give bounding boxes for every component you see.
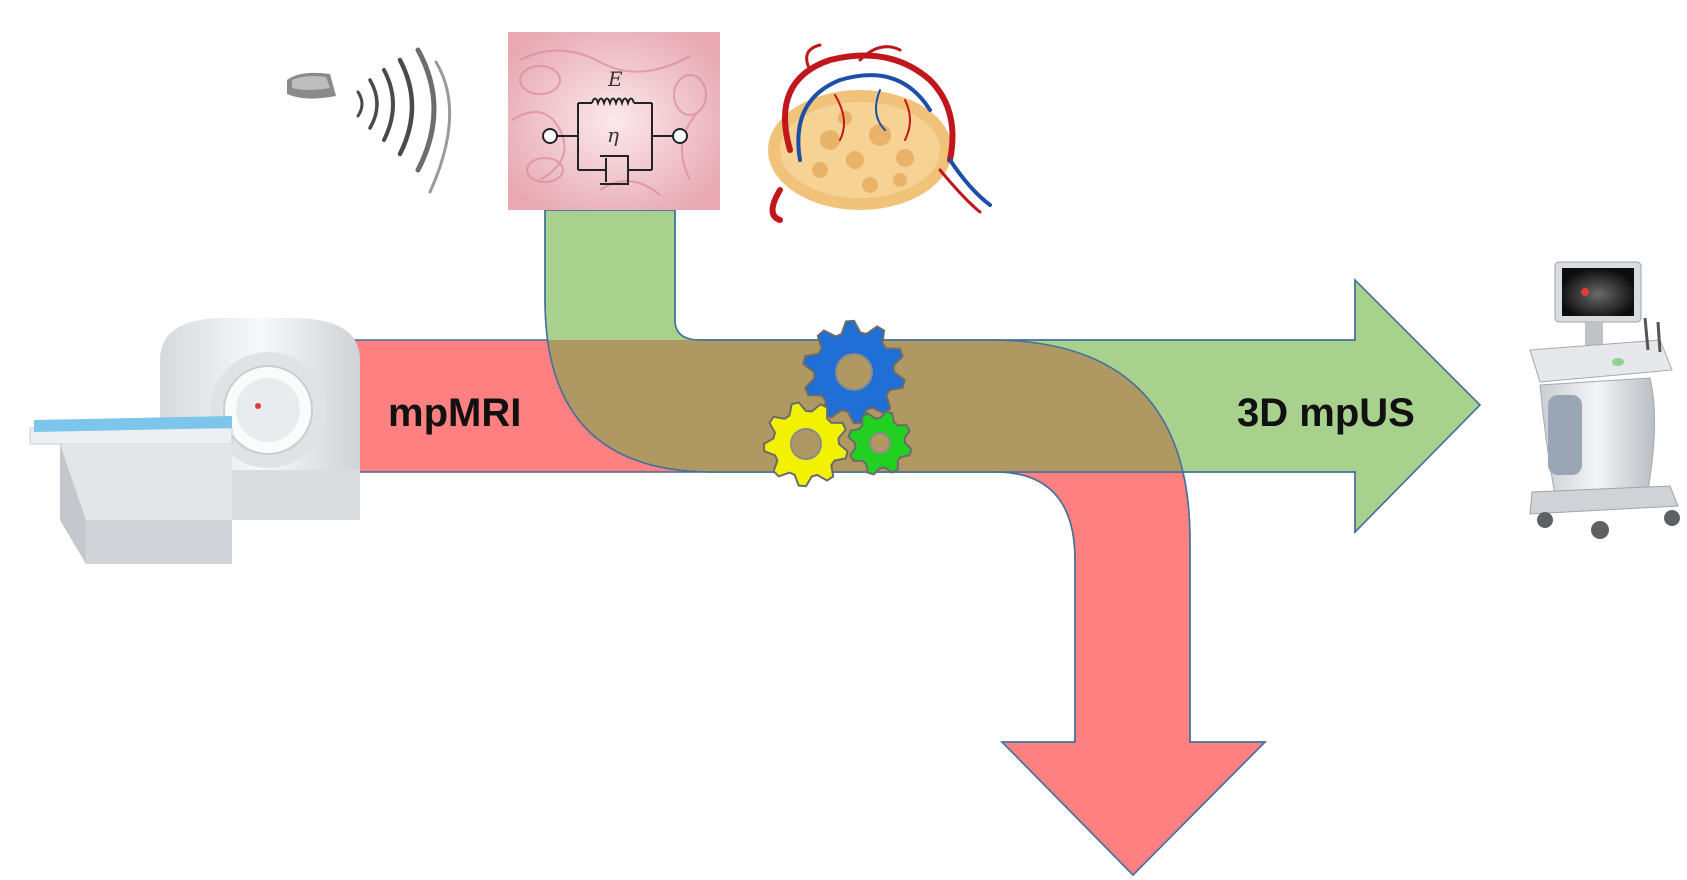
us-flow-label: 3D mpUS: [1237, 391, 1415, 435]
spring-symbol-label: E: [607, 67, 623, 91]
gear-yellow-icon: [762, 401, 849, 488]
dashpot-symbol-label: η: [607, 123, 619, 147]
ultrasound-probe-waves-icon: [287, 47, 452, 194]
gear-blue-icon: [802, 319, 906, 425]
mri-flow-label: mpMRI: [388, 391, 521, 435]
ultrasound-machine-icon: [1529, 261, 1680, 539]
kelvin-voigt-model-icon: E η: [508, 32, 720, 210]
prostate-vasculature-icon: [768, 43, 992, 223]
mri-scanner-icon: [29, 318, 360, 564]
gear-green-icon: [847, 410, 913, 476]
gears-icon: [762, 319, 913, 488]
